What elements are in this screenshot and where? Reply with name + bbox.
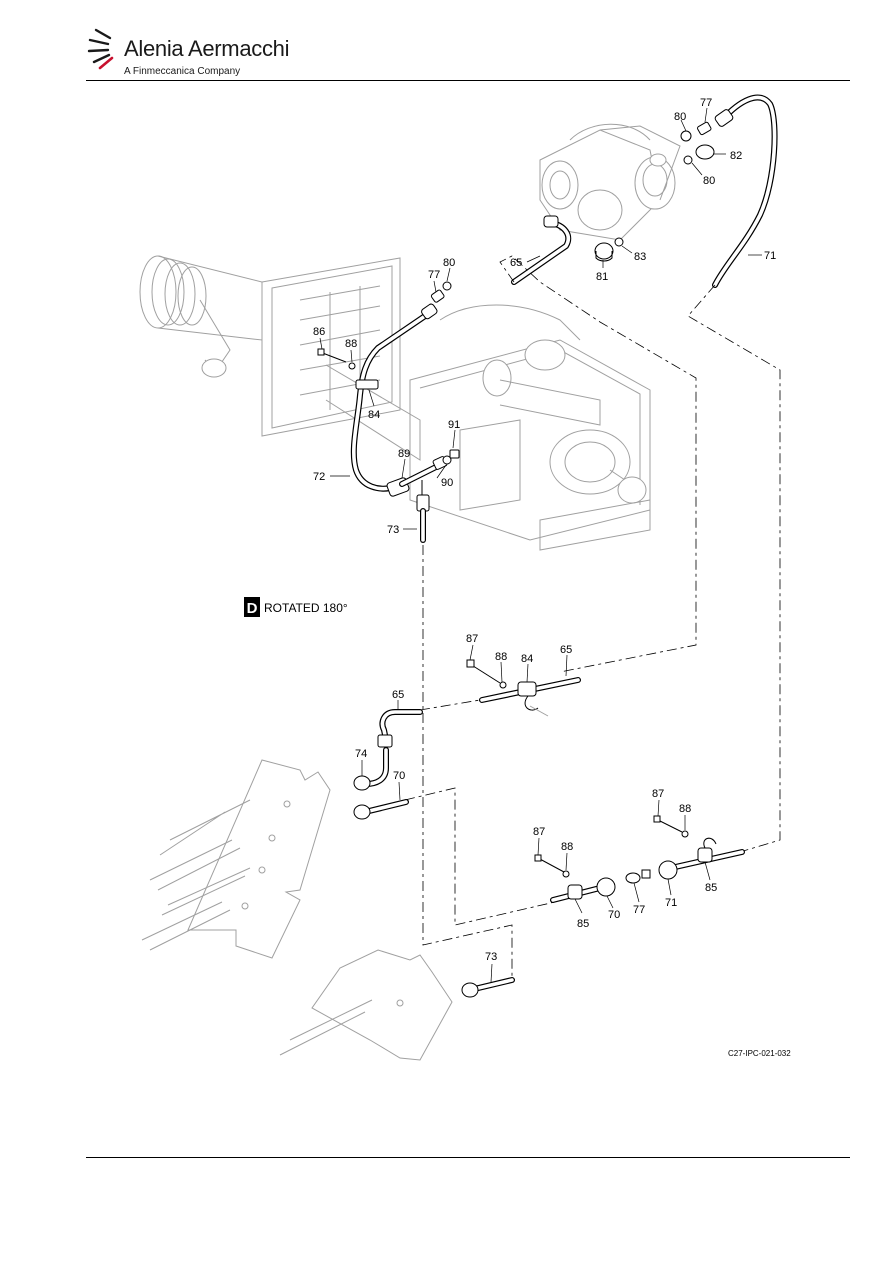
callout-80: 80 xyxy=(703,175,715,187)
callout-90: 90 xyxy=(441,477,453,489)
callout-82: 82 xyxy=(730,150,742,162)
callout-86: 86 xyxy=(313,326,325,338)
callout-71: 71 xyxy=(665,897,677,909)
callout-80: 80 xyxy=(674,111,686,123)
callout-77: 77 xyxy=(700,97,712,109)
header-rule xyxy=(86,80,850,81)
callout-70: 70 xyxy=(608,909,620,921)
callout-72: 72 xyxy=(313,471,325,483)
callout-85: 85 xyxy=(705,882,717,894)
callout-65: 65 xyxy=(510,257,522,269)
rotation-note: ROTATED 180° xyxy=(264,601,348,615)
callout-84: 84 xyxy=(368,409,380,421)
callout-88: 88 xyxy=(679,803,691,815)
callout-77: 77 xyxy=(428,269,440,281)
callout-73: 73 xyxy=(485,951,497,963)
callout-91: 91 xyxy=(448,419,460,431)
callout-80: 80 xyxy=(443,257,455,269)
callout-88: 88 xyxy=(495,651,507,663)
bulkhead-plate-upper xyxy=(141,759,331,959)
callout-88: 88 xyxy=(345,338,357,350)
callout-labels: 77 80 82 80 65 83 81 71 77 80 86 88 84 9… xyxy=(313,97,776,963)
valve-assembly-ghost xyxy=(539,123,681,241)
callout-74: 74 xyxy=(355,748,367,760)
alenia-logo-icon xyxy=(87,28,114,70)
callout-73: 73 xyxy=(387,524,399,536)
footer-rule xyxy=(86,1157,850,1158)
bulkhead-plate-lower xyxy=(279,949,453,1061)
callout-84: 84 xyxy=(521,653,533,665)
view-d-label: D ROTATED 180° xyxy=(244,597,348,617)
view-marker: D xyxy=(247,600,258,617)
leader-lines xyxy=(319,107,762,983)
duct-assembly-left xyxy=(139,255,421,461)
callout-65: 65 xyxy=(392,689,404,701)
callout-88: 88 xyxy=(561,841,573,853)
callout-87: 87 xyxy=(533,826,545,838)
brand-name: Alenia Aermacchi xyxy=(124,36,290,61)
callout-70: 70 xyxy=(393,770,405,782)
callout-87: 87 xyxy=(466,633,478,645)
callout-81: 81 xyxy=(596,271,608,283)
callout-85: 85 xyxy=(577,918,589,930)
heat-exchanger-ghost xyxy=(409,304,651,551)
callout-87: 87 xyxy=(652,788,664,800)
callout-65: 65 xyxy=(560,644,572,656)
callout-71: 71 xyxy=(764,250,776,262)
callout-89: 89 xyxy=(398,448,410,460)
callout-77: 77 xyxy=(633,904,645,916)
figure-id: C27-IPC-021-032 xyxy=(728,1049,791,1058)
brand-tagline: A Finmeccanica Company xyxy=(124,66,241,77)
callout-83: 83 xyxy=(634,251,646,263)
